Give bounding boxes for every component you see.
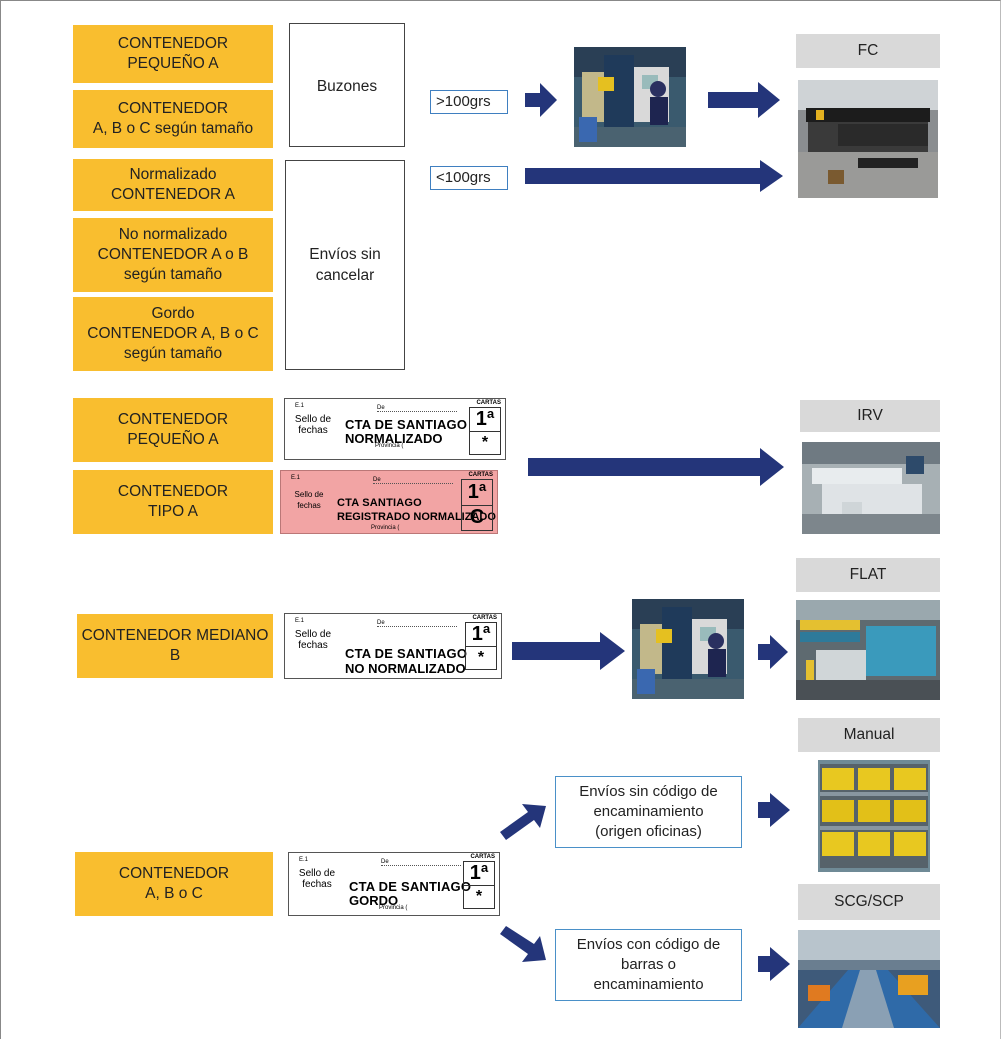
container-no-normalizado: No normalizado CONTENEDOR A o B según ta… (73, 218, 273, 292)
stamp-provincia: Provincia ( (375, 443, 404, 449)
arrow-to-irv (528, 448, 784, 486)
manual-shelves-photo (818, 760, 930, 872)
stamp-code: E.1 (299, 857, 309, 863)
arrow-to-sin-codigo (500, 804, 546, 840)
flat-machine-photo (796, 600, 940, 700)
container-abc: CONTENEDOR A, B o C (75, 852, 273, 916)
fc-machine-photo (798, 80, 938, 198)
scg-scp-facility-photo (798, 930, 940, 1028)
stamp-star: * (477, 649, 485, 666)
stamp-line-1: CTA DE SANTIAGO (345, 417, 468, 432)
destination-scg-scp: SCG/SCP (798, 884, 940, 920)
container-tipo-a: CONTENEDOR TIPO A (73, 470, 273, 534)
stamp-de: De (377, 405, 457, 412)
stamp-line-1: CTA SANTIAGO (337, 497, 422, 509)
stamp-cartas: CARTAS (476, 400, 501, 406)
route-sin-codigo: Envíos sin código de encaminamiento (ori… (555, 776, 742, 848)
stamp-gordo: E.1 Sello de fechas De CTA DE SANTIAGO G… (288, 852, 500, 916)
stamp-no-normalizado: E.1 Sello de fechas De CTA DE SANTIAGO N… (284, 613, 502, 679)
stamp-line-1: CTA DE SANTIAGO (345, 646, 468, 661)
stamp-code: E.1 (295, 618, 305, 624)
stamp-code: E.1 (291, 475, 301, 481)
threshold-over-100: >100grs (430, 90, 508, 114)
stamp-line-2: NO NORMALIZADO (345, 661, 466, 676)
route-con-codigo: Envíos con código de barras o encaminami… (555, 929, 742, 1001)
stamp-class-box: 1ª * (465, 622, 497, 670)
irv-machine-photo (802, 442, 940, 534)
arrow-to-manual (758, 793, 790, 827)
stamp-de: De (377, 620, 457, 627)
stamp-code: E.1 (295, 403, 305, 409)
stamp-line-2: REGISTRADO NORMALIZADO (337, 511, 496, 523)
stamp-class-box: 1ª C (461, 479, 493, 531)
operator-machine-photo-2 (632, 599, 744, 699)
stamp-normalizado: E.1 Sello de fechas De CTA DE SANTIAGO N… (284, 398, 506, 460)
threshold-under-100: <100grs (430, 166, 508, 190)
buzones-box: Buzones (289, 23, 405, 147)
stamp-class-c: C (469, 506, 485, 528)
envios-sin-cancelar-box: Envíos sin cancelar (285, 160, 405, 370)
container-abc-tamano: CONTENEDOR A, B o C según tamaño (73, 90, 273, 148)
arrow-to-operator-2 (512, 632, 625, 670)
destination-manual: Manual (798, 718, 940, 752)
stamp-class-box: 1ª * (469, 407, 501, 455)
stamp-date-seal: Sello de fechas (298, 868, 336, 890)
destination-flat: FLAT (796, 558, 940, 592)
stamp-date-seal: Sello de fechas (294, 414, 332, 436)
destination-irv: IRV (800, 400, 940, 432)
stamp-cartas: CARTAS (470, 854, 495, 860)
arrow-to-con-codigo (500, 926, 546, 962)
arrow-to-operator (525, 83, 557, 117)
container-pequeno-a-2: CONTENEDOR PEQUEÑO A (73, 398, 273, 462)
container-gordo: Gordo CONTENEDOR A, B o C según tamaño (73, 297, 273, 371)
stamp-provincia: Provincia ( (379, 905, 408, 911)
stamp-line-2: NORMALIZADO (345, 431, 443, 446)
stamp-cartas: CARTAS (468, 472, 493, 478)
container-pequeno-a: CONTENEDOR PEQUEÑO A (73, 25, 273, 83)
arrow-to-flat (758, 635, 788, 669)
stamp-line-2: GORDO (349, 893, 399, 908)
stamp-first-class: 1ª (466, 623, 496, 647)
stamp-class-box: 1ª * (463, 861, 495, 909)
stamp-de: De (381, 859, 461, 866)
stamp-first-class: 1ª (462, 480, 492, 506)
stamp-de: De (373, 477, 453, 484)
stamp-provincia: Provincia ( (371, 525, 400, 531)
stamp-date-seal: Sello de fechas (294, 490, 324, 510)
operator-machine-photo (574, 47, 686, 147)
container-normalizado: Normalizado CONTENEDOR A (73, 159, 273, 211)
arrow-under-100-to-fc (525, 160, 783, 192)
stamp-star: * (481, 434, 489, 451)
arrow-to-fc (708, 82, 780, 118)
stamp-date-seal: Sello de fechas (294, 629, 332, 651)
stamp-star: * (475, 888, 483, 905)
stamp-cartas: CARTAS (472, 615, 497, 621)
container-mediano-b: CONTENEDOR MEDIANO B (77, 614, 273, 678)
destination-fc: FC (796, 34, 940, 68)
stamp-registrado: E.1 Sello de fechas De CTA SANTIAGO REGI… (280, 470, 498, 534)
arrow-to-scg-scp (758, 947, 790, 981)
stamp-line-1: CTA DE SANTIAGO (349, 879, 472, 894)
stamp-first-class: 1ª (464, 862, 494, 886)
stamp-first-class: 1ª (470, 408, 500, 432)
